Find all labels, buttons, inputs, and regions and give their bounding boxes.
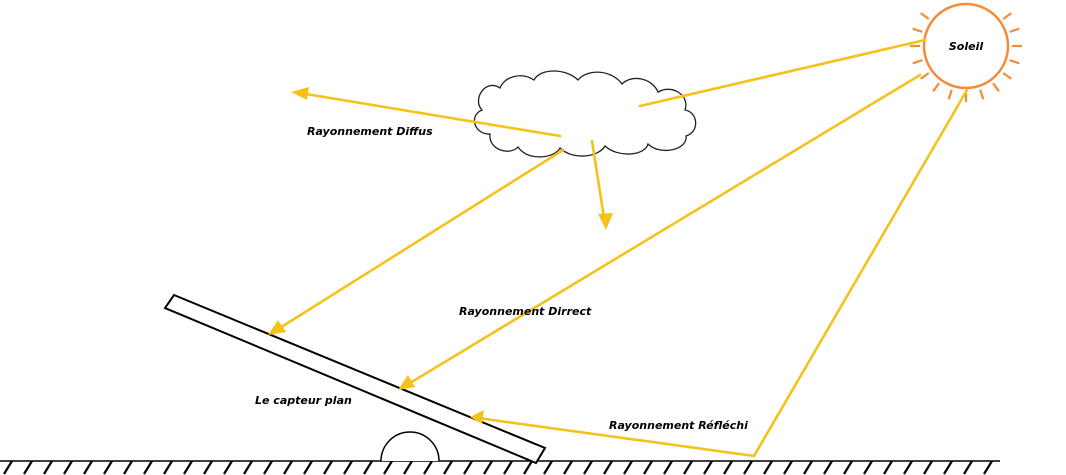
ground-hatch bbox=[623, 460, 633, 475]
ground-hatch bbox=[43, 460, 53, 475]
sun-ray bbox=[912, 27, 923, 33]
ground-hatch bbox=[83, 460, 93, 475]
sun-ray bbox=[920, 72, 930, 80]
ground-hatch bbox=[743, 460, 753, 475]
sun-ray bbox=[947, 89, 953, 100]
sun-ray bbox=[912, 59, 923, 65]
ground-hatch bbox=[403, 460, 413, 475]
ground-hatch bbox=[643, 460, 653, 475]
diffuse-radiation-label: Rayonnement Diffus bbox=[307, 125, 433, 138]
ground-hatch bbox=[23, 460, 33, 475]
radiation-rays bbox=[273, 38, 969, 458]
ground-hatch bbox=[223, 460, 233, 475]
ground-hatch bbox=[883, 460, 893, 475]
ground-hatch bbox=[663, 460, 673, 475]
arrowheads bbox=[268, 87, 613, 424]
ray-reflected bbox=[476, 416, 756, 458]
ground-hatch bbox=[423, 460, 433, 475]
ground-hatch bbox=[443, 460, 453, 475]
ground-hatch bbox=[843, 460, 853, 475]
ground-hatching bbox=[3, 460, 993, 475]
ground-hatch bbox=[543, 460, 553, 475]
ground-hatch bbox=[323, 460, 333, 475]
ground-hatch bbox=[383, 460, 393, 475]
ground-hatch bbox=[923, 460, 933, 475]
ground-hatch bbox=[503, 460, 513, 475]
ground-hatch bbox=[283, 460, 293, 475]
ground bbox=[0, 460, 1000, 475]
ray-diffuse-to-collector bbox=[273, 148, 565, 333]
ground-hatch bbox=[723, 460, 733, 475]
ground-hatch bbox=[483, 460, 493, 475]
ray-diffuse-left bbox=[298, 91, 562, 138]
ground-hatch bbox=[463, 460, 473, 475]
sun-ray bbox=[992, 82, 1000, 92]
collector-label: Le capteur plan bbox=[255, 394, 352, 407]
ground-hatch bbox=[3, 460, 13, 475]
ground-hatch bbox=[63, 460, 73, 475]
ray-direct bbox=[403, 73, 922, 388]
ray-sun-to-ground bbox=[752, 88, 969, 458]
arrowhead-diffuse-down bbox=[598, 213, 613, 230]
arrowhead-direct bbox=[398, 375, 415, 390]
ground-hatch bbox=[263, 460, 273, 475]
ground-hatch bbox=[603, 460, 613, 475]
ground-hatch bbox=[563, 460, 573, 475]
ground-hatch bbox=[203, 460, 213, 475]
ground-hatch bbox=[863, 460, 873, 475]
sun-label: Soleil bbox=[949, 40, 983, 53]
ray-diffuse-down bbox=[590, 139, 607, 226]
ground-hatch bbox=[143, 460, 153, 475]
ground-hatch bbox=[763, 460, 773, 475]
ground-hatch bbox=[303, 460, 313, 475]
direct-radiation-label: Rayonnement Dirrect bbox=[459, 305, 592, 318]
ground-hatch bbox=[363, 460, 373, 475]
ray-sun-to-cloud bbox=[638, 38, 927, 108]
sun: Soleil bbox=[910, 2, 1022, 102]
arrowhead-diffuse-left bbox=[291, 87, 309, 100]
ground-hatch bbox=[523, 460, 533, 475]
ground-hatch bbox=[803, 460, 813, 475]
ground-hatch bbox=[703, 460, 713, 475]
ground-hatch bbox=[983, 460, 993, 475]
sun-ray bbox=[932, 82, 940, 92]
sun-ray bbox=[1002, 12, 1012, 20]
ground-hatch bbox=[823, 460, 833, 475]
ground-hatch bbox=[163, 460, 173, 475]
ground-hatch bbox=[583, 460, 593, 475]
sun-rays bbox=[910, 12, 1022, 102]
ground-hatch bbox=[343, 460, 353, 475]
arrowhead-diffuse-collector bbox=[268, 320, 286, 335]
cloud bbox=[473, 70, 697, 158]
ground-hatch bbox=[783, 460, 793, 475]
ground-hatch bbox=[103, 460, 113, 475]
sun-ray bbox=[979, 89, 985, 100]
ground-hatch bbox=[243, 460, 253, 475]
ground-hatch bbox=[963, 460, 973, 475]
ground-hatch bbox=[903, 460, 913, 475]
reflected-radiation-label: Rayonnement Réfléchi bbox=[609, 419, 748, 432]
collector-support bbox=[380, 431, 440, 462]
flat-plate-collector bbox=[163, 293, 547, 465]
sun-disc bbox=[922, 2, 1010, 90]
ground-hatch bbox=[123, 460, 133, 475]
sun-ray bbox=[1009, 27, 1020, 33]
sun-ray bbox=[1009, 59, 1020, 65]
ground-hatch bbox=[943, 460, 953, 475]
sun-ray bbox=[920, 12, 930, 20]
sun-ray bbox=[1002, 72, 1012, 80]
arrowhead-reflected bbox=[470, 410, 484, 424]
ground-hatch bbox=[683, 460, 693, 475]
ground-hatch bbox=[183, 460, 193, 475]
